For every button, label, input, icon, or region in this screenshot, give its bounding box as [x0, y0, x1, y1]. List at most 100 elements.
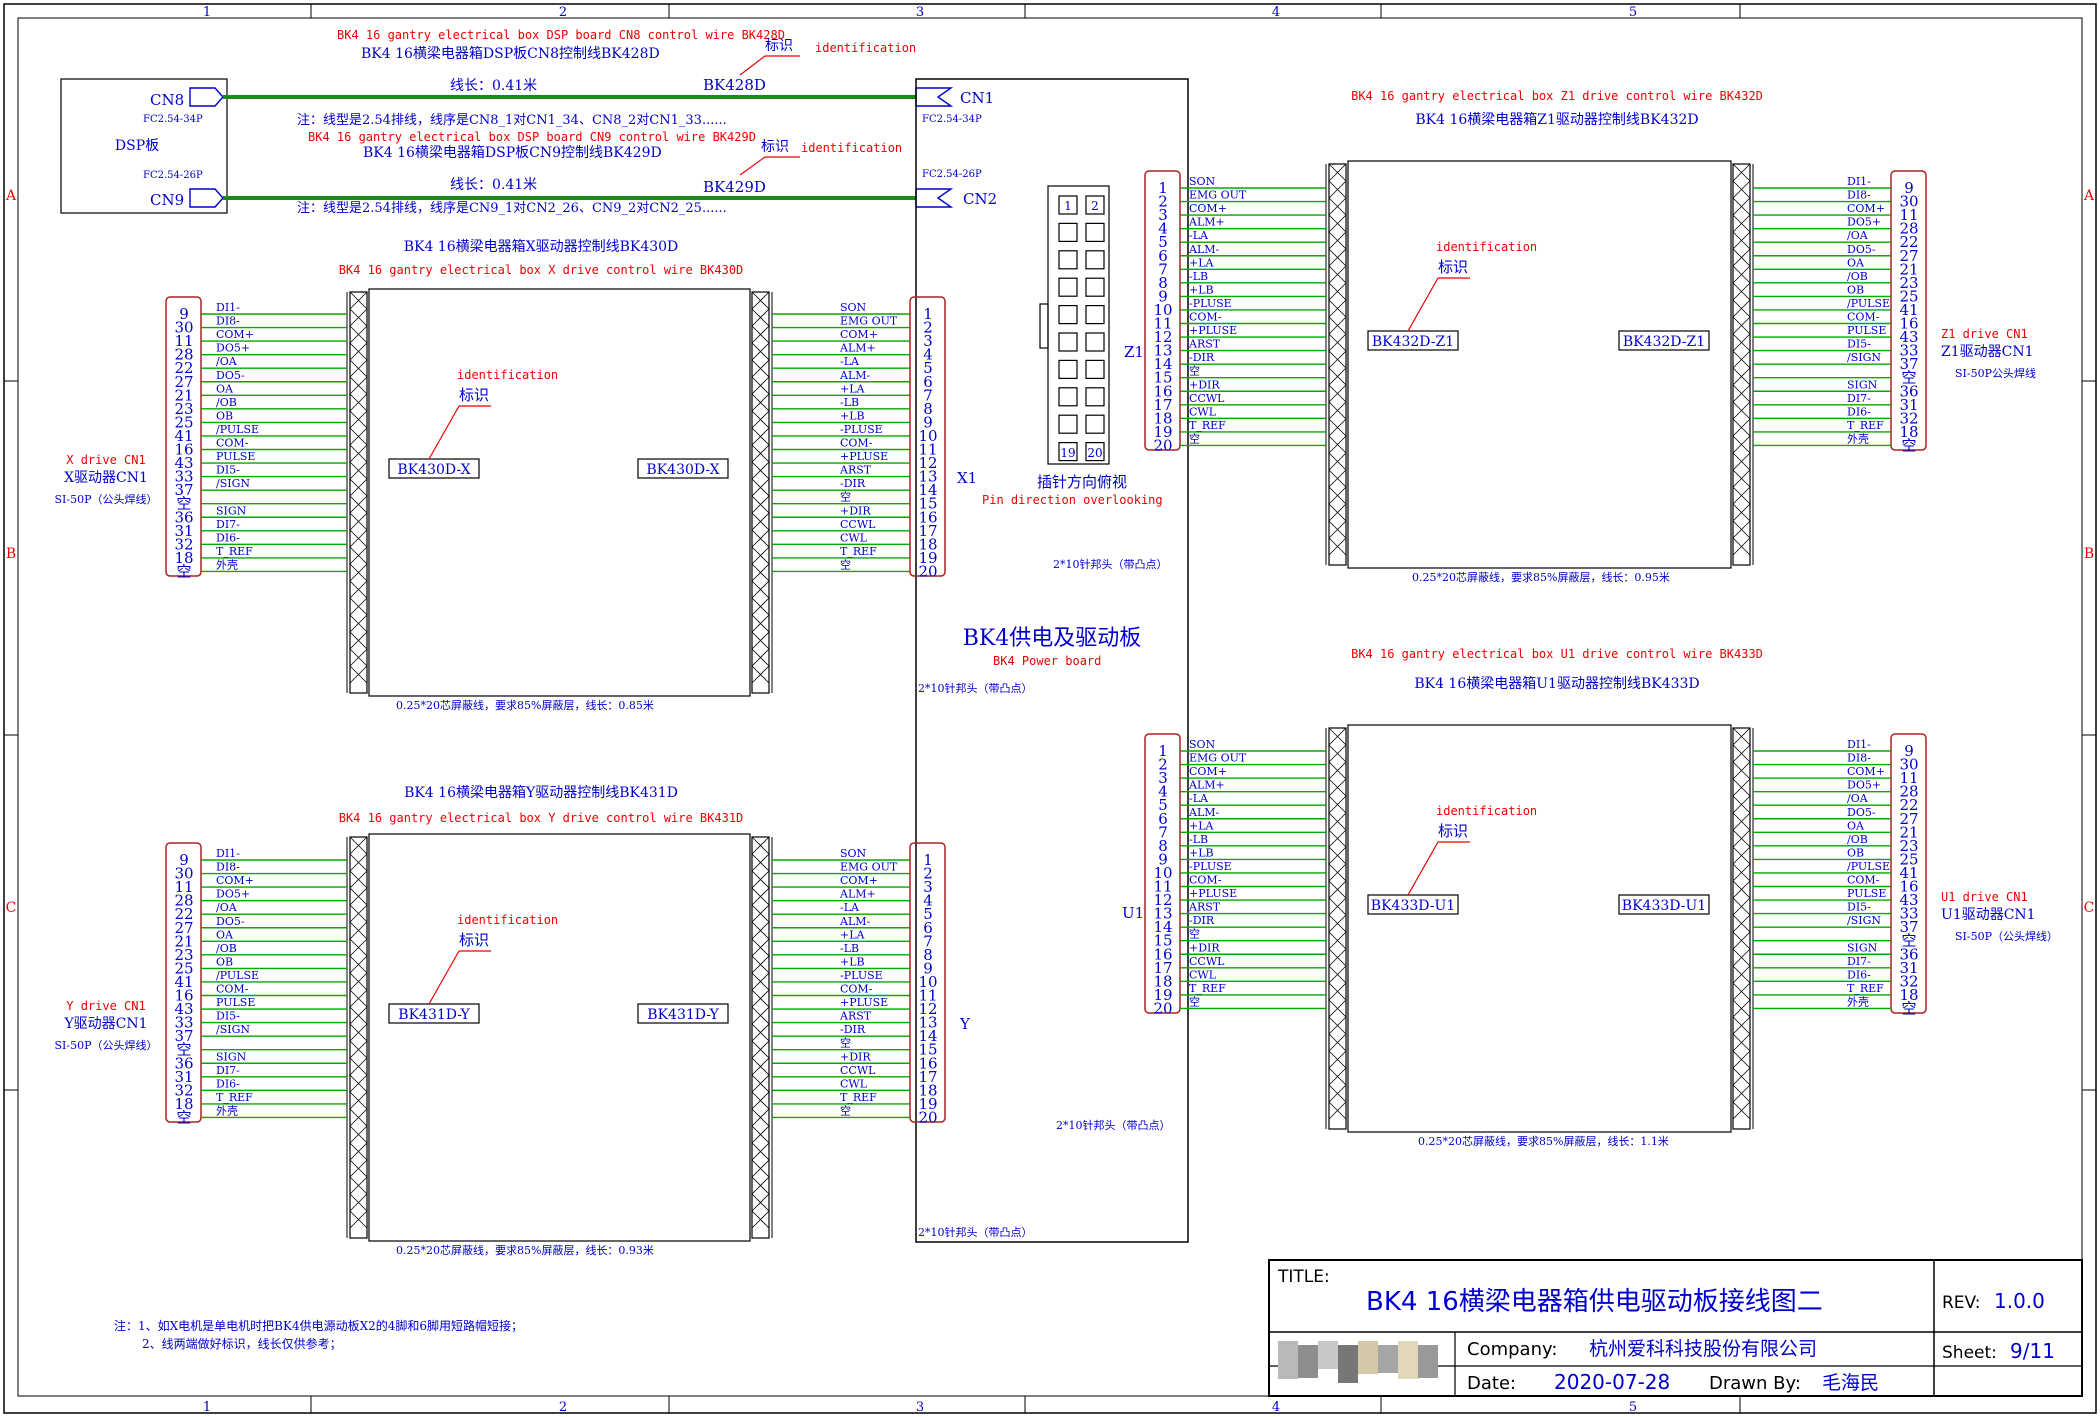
hatch [751, 461, 770, 480]
tag-left-text: BK430D-X [397, 462, 470, 478]
hatch [349, 938, 368, 957]
driver-signal: /PULSE [216, 969, 259, 982]
driver-pin-number: 28 [174, 892, 193, 910]
hatch [349, 836, 368, 855]
hatch [349, 631, 368, 650]
wire2-code: BK429D [703, 178, 766, 196]
dsp-board-label: DSP板 [115, 138, 159, 154]
driver-signal: /OB [1847, 833, 1868, 846]
hatch [1732, 863, 1751, 882]
hatch [751, 921, 770, 940]
board-signal: -LA [840, 355, 860, 368]
driver-signal: /OA [1847, 229, 1869, 242]
board-signal: 空 [840, 1103, 851, 1117]
driver-pin-number: 36 [174, 508, 193, 526]
driver-pin-number: 41 [174, 973, 193, 991]
driver-signal: DI1- [216, 847, 240, 860]
hatch [1328, 333, 1347, 352]
hatch [1328, 744, 1347, 763]
title-block-frame [1268, 1259, 2083, 1397]
driver-signal: DI5- [1847, 338, 1871, 351]
hatch [1732, 744, 1751, 763]
title-label: TITLE: [1277, 1267, 1330, 1287]
hatch [1732, 486, 1751, 505]
board-signal: -DIR [840, 477, 866, 490]
board-pin-number: 3 [923, 332, 933, 350]
driver-pin-number: 37 [1899, 918, 1918, 936]
driver-pin-number: 18 [1899, 423, 1918, 441]
sheet-label: Sheet: [1942, 1343, 1997, 1363]
hatch [751, 546, 770, 565]
driver-pin-number: 33 [1899, 905, 1918, 923]
board-pin-number: 15 [1153, 932, 1172, 950]
hatch [751, 376, 770, 395]
hatch [751, 478, 770, 497]
board-signal: COM- [840, 437, 873, 450]
hatch [1732, 231, 1751, 250]
board-signal: -PLUSE [1189, 297, 1232, 310]
driver-signal: DI8- [1847, 189, 1871, 202]
driver-pin-number: 空 [1901, 932, 1916, 950]
driver-signal: DO5- [1847, 243, 1876, 256]
pin-view-cn: 插针方向俯视 [1037, 473, 1127, 491]
wire1-title-cn: BK4 16横梁电器箱DSP板CN8控制线BK428D [361, 46, 660, 62]
note-line-2: 2、线两端做好标识，线长仅供参考； [142, 1336, 342, 1351]
hatch [751, 1159, 770, 1178]
hatch [1732, 1101, 1751, 1120]
id-leader [428, 950, 460, 1005]
hatch [751, 665, 770, 684]
driver-signal: DO5- [216, 369, 245, 382]
hatch [1328, 435, 1347, 454]
board-signal: EMG OUT [1189, 752, 1247, 765]
inner-border [17, 17, 2083, 1397]
board-signal: CWL [1189, 968, 1217, 981]
board-signal: 空 [840, 557, 851, 571]
driver-signal: SIGN [216, 1050, 247, 1063]
driver-pin-number: 32 [174, 1081, 193, 1099]
board-signal: COM- [840, 983, 873, 996]
driver-signal: COM+ [216, 874, 254, 887]
hatch [1732, 948, 1751, 967]
board-pin-number: 7 [1158, 260, 1168, 278]
id-en: identification [457, 368, 558, 382]
driver-signal: DO5+ [216, 888, 250, 901]
hatch [349, 1074, 368, 1093]
driver-pin-number: 33 [174, 468, 193, 486]
hatch [1732, 999, 1751, 1018]
driver-pin-number: 22 [1899, 796, 1918, 814]
board-pin-number: 11 [1153, 315, 1172, 333]
hatch [1328, 1084, 1347, 1103]
driver-type: SI-50P（公头焊线） [1955, 929, 2058, 943]
hatch [1328, 503, 1347, 522]
board-signal: +LB [840, 955, 865, 968]
header-pin [1085, 222, 1105, 242]
board-pin-number: 12 [918, 454, 937, 472]
board-signal: 空 [1189, 927, 1200, 941]
date-label: Date: [1467, 1373, 1516, 1394]
driver-signal: /OA [216, 355, 238, 368]
driver-signal: DO5+ [216, 342, 250, 355]
outer-border [3, 3, 2097, 1414]
driver-pin-number: 25 [1899, 287, 1918, 305]
header-pin [1058, 359, 1078, 379]
wire2-note: 注：线型是2.54排线，线序是CN9_1对CN2_26、CN9_2对CN2_25… [297, 201, 727, 216]
strain-relief [349, 836, 368, 1239]
cable-overmold [1347, 724, 1732, 1133]
driver-label-en: Z1 drive CN1 [1941, 327, 2028, 341]
driver-pin-number: 9 [179, 851, 189, 869]
hatch [1328, 520, 1347, 539]
id-leader [1407, 841, 1439, 896]
board-signal: -LA [1189, 792, 1209, 805]
driver-signal: PULSE [216, 996, 255, 1009]
hatch [1328, 1067, 1347, 1086]
board-signal: +LA [1189, 819, 1215, 832]
pin-19-label: 19 [1060, 446, 1075, 460]
driver-pin-number: 空 [1901, 369, 1916, 387]
board-pin-number: 6 [923, 919, 933, 937]
driver-signal: OA [1847, 256, 1865, 269]
board-pin-number: 1 [1158, 179, 1168, 197]
strain-relief [1732, 163, 1751, 566]
